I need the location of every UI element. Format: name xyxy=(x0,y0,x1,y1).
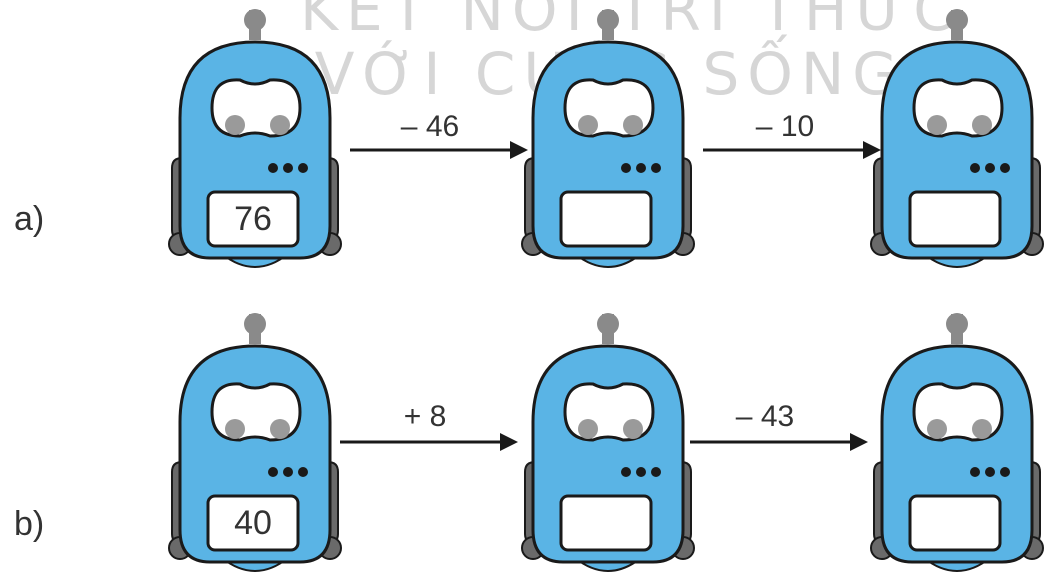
robot-b-1: 40 xyxy=(150,312,360,582)
robot-a-3 xyxy=(852,8,1057,278)
row-a-label: a) xyxy=(14,200,45,238)
operation-label: – 43 xyxy=(735,400,795,433)
arrow-icon xyxy=(340,433,518,451)
row-b-label: b) xyxy=(14,505,45,543)
robot-icon xyxy=(168,9,342,268)
operation-label: – 46 xyxy=(400,110,460,143)
arrow-icon xyxy=(690,433,868,451)
robot-icon xyxy=(168,313,342,572)
robot-screen: 76 xyxy=(234,199,272,238)
robot-b-3 xyxy=(852,312,1057,582)
robot-a-2 xyxy=(503,8,713,278)
robot-icon xyxy=(521,9,695,268)
robot-icon xyxy=(521,313,695,572)
operation-label: – 10 xyxy=(755,110,815,143)
robot-a-1: 76 xyxy=(150,8,360,278)
robot-screen: 40 xyxy=(234,503,272,542)
robot-screen xyxy=(910,192,1000,246)
robot-b-2 xyxy=(503,312,713,582)
robot-icon xyxy=(870,313,1044,572)
robot-icon xyxy=(870,9,1044,268)
operation-label: + 8 xyxy=(403,400,447,433)
arrow-icon xyxy=(703,141,881,159)
arrow-icon xyxy=(350,141,528,159)
robot-screen xyxy=(910,496,1000,550)
robot-screen xyxy=(561,192,651,246)
robot-screen xyxy=(561,496,651,550)
